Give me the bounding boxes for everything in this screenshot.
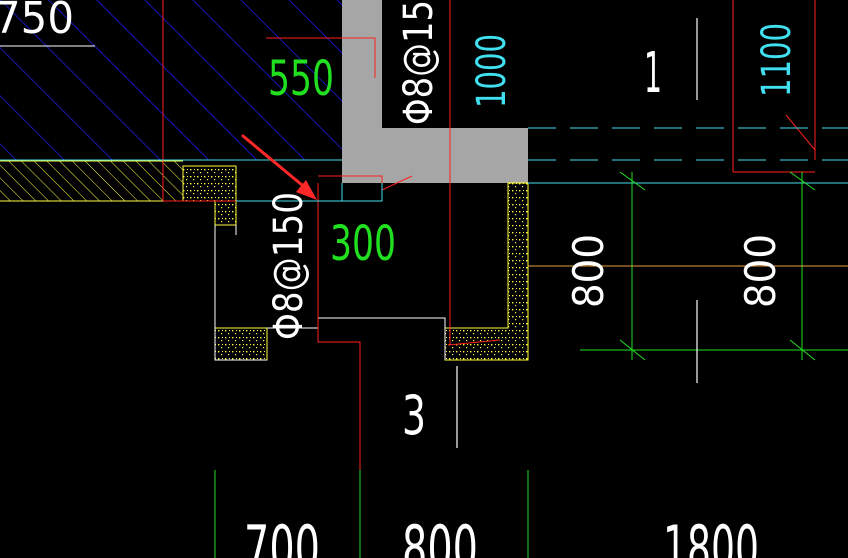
dim-label-800-right: 800 [736,234,785,308]
rebar-label-left: Φ8@150 [266,192,312,340]
dim-label-1100-cyan: 1100 [754,23,800,97]
dim-label-bottom-1800: 1800 [663,512,759,558]
cyan-lines [0,127,848,202]
dim-label-800-left: 800 [564,234,613,308]
dim-label-750: 750 [0,0,74,44]
dim-label-bottom-800: 800 [402,512,478,558]
hatched-slab-region [0,0,342,160]
grid-label-3: 3 [402,384,426,447]
dim-label-300: 300 [330,216,396,272]
concrete-wall-section [342,0,528,183]
grid-label-1: 1 [644,41,662,106]
grid-white-lines [456,18,698,448]
annotation-arrow [241,134,317,200]
rebar-label-top: Φ8@15 [396,0,442,125]
dim-label-550: 550 [268,51,334,107]
dim-label-1000-cyan: 1000 [469,34,515,108]
yellow-hatched-beam [0,160,183,202]
dim-label-bottom-700: 700 [244,512,320,558]
